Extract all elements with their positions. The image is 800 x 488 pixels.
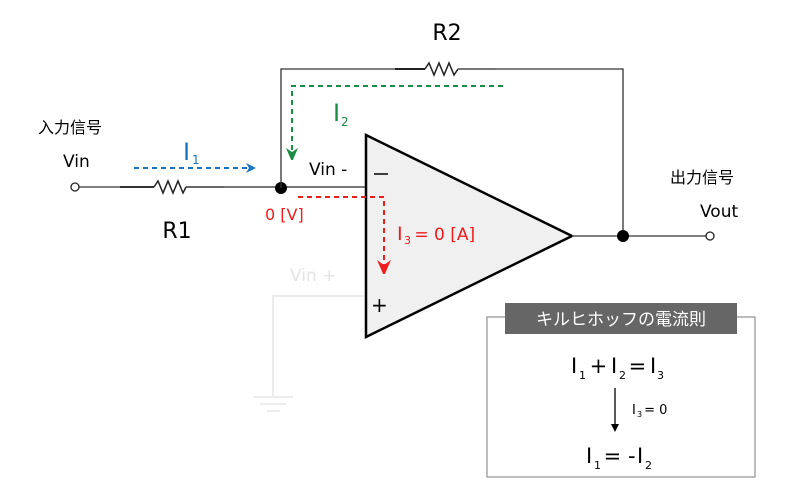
i2-base: I [333, 99, 340, 127]
i3-rest: = 0 [A] [409, 225, 475, 245]
equation-1: I 1 + I 2 = I 3 [571, 354, 664, 382]
kirchhoff-box: キルヒホッフの電流則 I 1 + I 2 = I 3 I 3 = 0 I 1 =… [486, 303, 756, 478]
output-signal-label: 出力信号 [670, 168, 734, 187]
equation-term: I [637, 444, 643, 468]
input-wire [79, 179, 366, 195]
opamp-triangle [364, 132, 575, 340]
equation-term: 2 [645, 459, 652, 472]
i3-sub: 3 [404, 234, 411, 247]
output-node-icon [617, 230, 629, 242]
vout-label: Vout [700, 202, 738, 222]
input-signal-label: 入力信号 [38, 118, 102, 137]
current-i2-label: I 2 [333, 99, 349, 129]
kirchhoff-title-badge [505, 303, 737, 334]
current-i1-label: I 1 [183, 138, 200, 167]
equation-term: + [583, 354, 614, 378]
equation-term: I [586, 444, 592, 468]
kirchhoff-title: キルヒホッフの電流則 [536, 310, 706, 330]
equation-term: = - [597, 444, 642, 468]
current-i3-label: I 3 = 0 [A] [397, 223, 475, 247]
r1-label: R1 [162, 219, 191, 244]
vin-minus-label: Vin - [309, 160, 347, 180]
i1-base: I [183, 138, 190, 166]
i2-sub: 2 [341, 115, 349, 129]
current-i2-arrow [292, 85, 503, 158]
equation-term: = 0 [640, 403, 667, 418]
equation-term: I [650, 354, 656, 378]
equation-term: I [571, 354, 577, 378]
vin-terminal-icon [70, 182, 80, 192]
equation-term: 1 [594, 459, 601, 472]
equation-term: 1 [579, 369, 586, 382]
equation-2: I 1 = - I 2 [586, 444, 652, 472]
equation-term: 2 [619, 369, 626, 382]
resistor-r2-icon [424, 61, 459, 77]
ground-icon [253, 396, 293, 412]
equation-term: I [632, 403, 636, 418]
vin-plus-label: Vin + [290, 266, 336, 286]
resistor-r1-icon [153, 179, 187, 195]
i3-base: I [397, 223, 403, 245]
equation-term: = [622, 354, 653, 378]
node-voltage-label: 0 [V] [265, 205, 304, 224]
condition-i3-zero: I 3 = 0 [632, 403, 667, 419]
vin-label: Vin [63, 152, 90, 172]
current-i3-arrow [298, 196, 384, 272]
feedback-wire [280, 61, 624, 236]
noninverting-input-wire [272, 295, 366, 397]
vout-terminal-icon [705, 231, 715, 241]
r2-label: R2 [432, 21, 461, 46]
equation-term: 3 [657, 369, 664, 382]
equation-term: I [611, 354, 617, 378]
noninverting-input-plus-icon: + [371, 293, 388, 317]
equation-term: 3 [637, 410, 642, 419]
i1-sub: 1 [192, 153, 200, 167]
